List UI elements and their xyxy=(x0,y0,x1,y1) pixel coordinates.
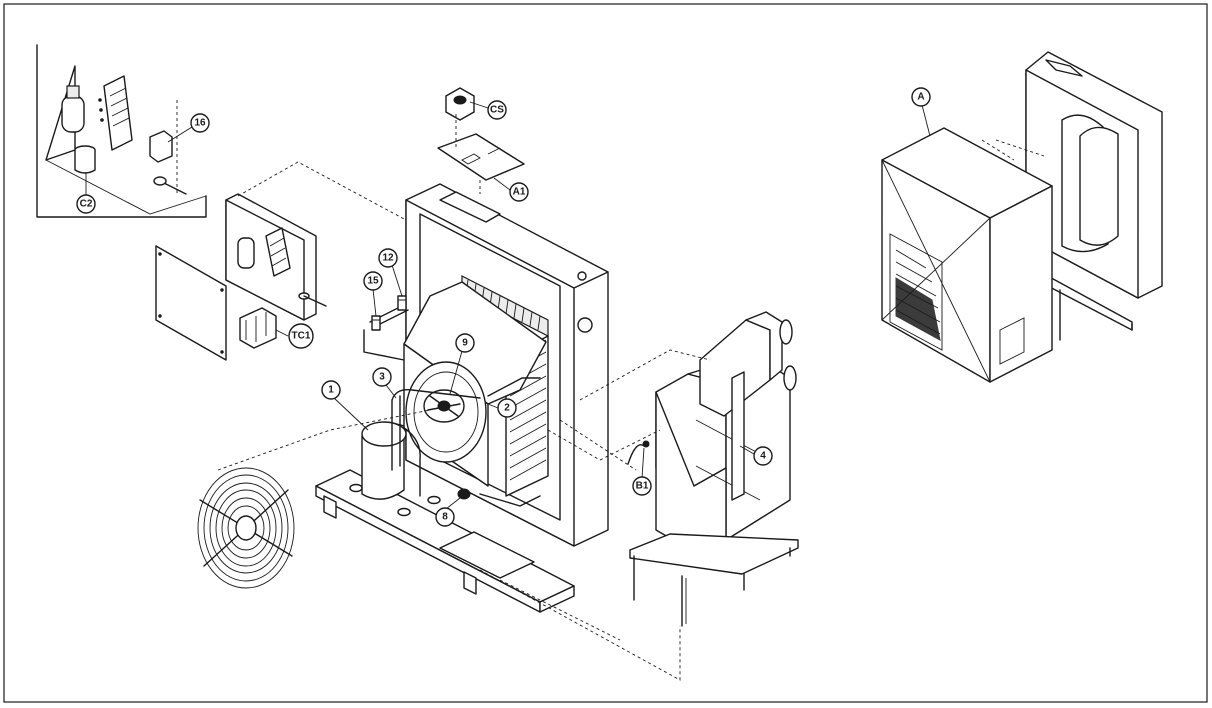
callout-12-label: 12 xyxy=(382,253,394,264)
callout-16: 16 xyxy=(167,113,210,143)
callout-a: A xyxy=(911,87,931,137)
cover-panel-a xyxy=(881,127,1053,383)
electrical-box xyxy=(225,193,327,321)
fan-motor xyxy=(423,389,465,423)
temperature-probe xyxy=(627,440,650,465)
callout-3: 3 xyxy=(372,367,397,399)
callout-15-label: 15 xyxy=(367,276,379,287)
heat-exchanger-module xyxy=(655,311,797,553)
callout-b1-label: B1 xyxy=(636,481,649,492)
callout-a1: A1 xyxy=(493,177,529,202)
callout-15: 15 xyxy=(363,271,383,317)
assembly-lines xyxy=(217,114,1045,681)
contactor xyxy=(61,85,85,133)
callout-2: 2 xyxy=(487,398,517,418)
compressor xyxy=(349,421,441,517)
callout-c2: C2 xyxy=(76,172,96,214)
callout-b1: B1 xyxy=(632,447,652,496)
page-frame xyxy=(3,3,1208,703)
main-switch xyxy=(445,87,475,121)
callout-c2-label: C2 xyxy=(80,199,93,210)
callout-9-label: 9 xyxy=(462,338,468,349)
control-board xyxy=(437,133,525,181)
callout-a1-label: A1 xyxy=(513,187,526,198)
capacitor-c2 xyxy=(74,145,96,174)
transformer-tc1 xyxy=(239,307,277,349)
callout-9: 9 xyxy=(449,333,475,395)
callout-1-label: 1 xyxy=(328,385,334,396)
callout-16-label: 16 xyxy=(194,118,206,129)
side-panel xyxy=(155,245,227,361)
refrigerant-piping xyxy=(363,305,541,507)
callout-a-label: A xyxy=(917,92,924,103)
callout-tc1: TC1 xyxy=(275,323,314,349)
callout-4: 4 xyxy=(739,445,773,466)
callout-12: 12 xyxy=(378,248,403,297)
terminal-block xyxy=(98,75,133,151)
callout-4-label: 4 xyxy=(760,451,766,462)
callout-tc1-label: TC1 xyxy=(292,331,311,342)
callout-1: 1 xyxy=(321,380,369,431)
stand xyxy=(629,533,799,627)
callout-2-label: 2 xyxy=(504,403,510,414)
relay-16 xyxy=(149,130,173,163)
electrical-detail-inset xyxy=(36,44,207,218)
callout-cs-label: CS xyxy=(490,105,504,116)
base-plate xyxy=(315,469,575,613)
assembled-unit xyxy=(1025,51,1163,341)
fan-guard-grille xyxy=(197,467,295,589)
callout-3-label: 3 xyxy=(379,372,385,383)
callout-cs: CS xyxy=(469,100,507,120)
pressure-switch xyxy=(457,488,471,500)
callout-8-label: 8 xyxy=(442,512,448,523)
callout-8: 8 xyxy=(435,497,461,527)
